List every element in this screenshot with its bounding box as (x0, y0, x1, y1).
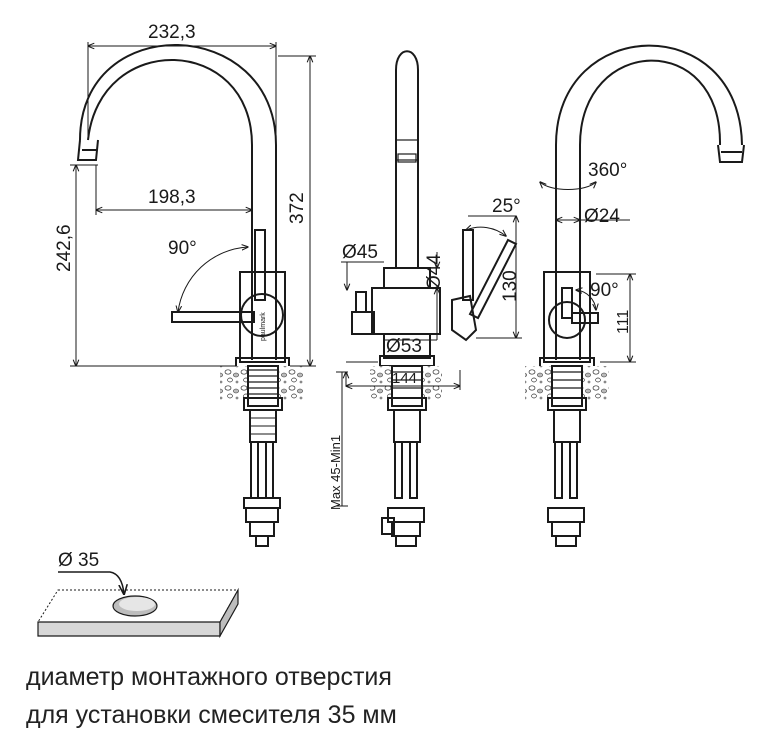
dimension-outlet-reach: 198,3 (148, 187, 196, 208)
hole-diameter-label: Ø 35 (58, 550, 99, 571)
countertop-hole-diagram (37, 571, 239, 639)
dimension-spout-height: 242,6 (54, 224, 75, 272)
dimension-lever-angle-side: 90° (590, 280, 619, 301)
dimension-lever-tilt: 25° (492, 196, 521, 217)
dimension-lever-angle-front: 90° (168, 238, 197, 259)
dimension-spout-reach: 232,3 (148, 22, 196, 43)
dimension-spout-diameter: Ø24 (584, 206, 620, 227)
dimension-countertop-thickness: Max 45-Min1 (328, 435, 343, 510)
dimension-base-diameter: Ø45 (342, 242, 378, 263)
caption-line-1: диаметр монтажного отверстия (26, 663, 392, 691)
dimension-body-height: 111 (615, 310, 632, 334)
caption-line-2: для установки смесителя 35 мм (26, 701, 397, 729)
dimension-lever-height: 130 (500, 270, 521, 302)
rear-view (525, 44, 745, 547)
dimension-flange-diameter: Ø53 (386, 336, 422, 357)
brand-logo: paulmark (260, 312, 267, 341)
dimension-body-diameter: Ø44 (424, 254, 445, 290)
dimension-gasket-width: 144 (392, 370, 417, 387)
dimension-rotation: 360° (588, 160, 627, 181)
dimension-total-height: 372 (287, 192, 308, 224)
front-view (70, 42, 316, 547)
side-view (336, 50, 522, 547)
